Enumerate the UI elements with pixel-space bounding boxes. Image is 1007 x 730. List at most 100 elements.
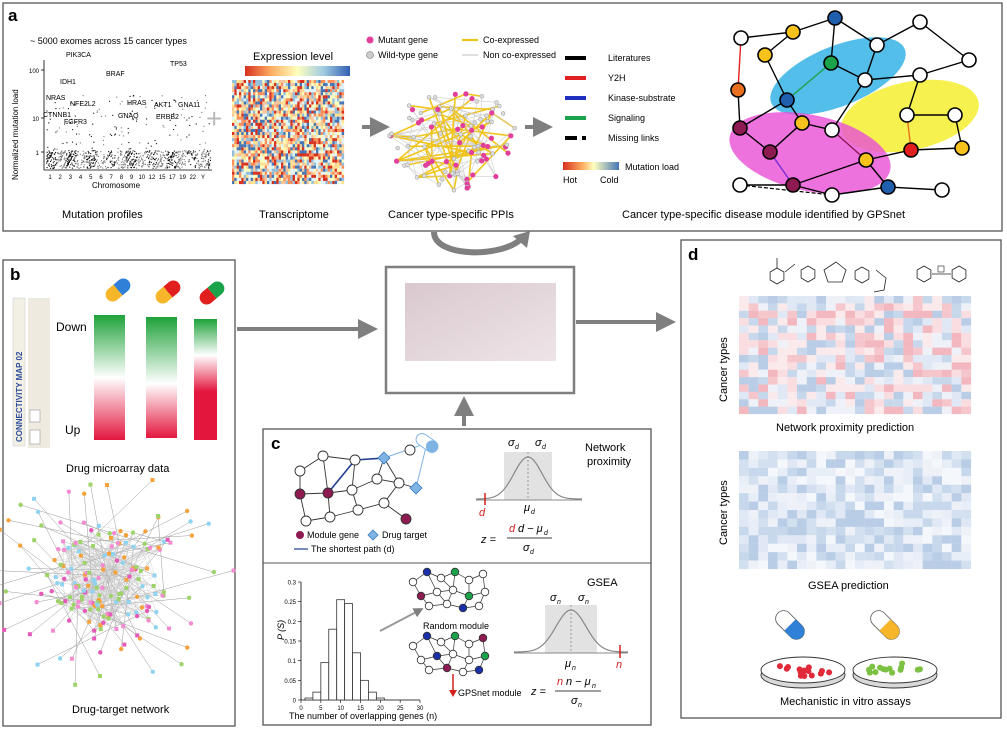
expression-cell bbox=[313, 162, 317, 166]
proximity-cell bbox=[855, 347, 865, 356]
module-node bbox=[899, 107, 915, 123]
expression-cell bbox=[332, 92, 335, 96]
mutation-point bbox=[167, 158, 169, 160]
proximity-cell bbox=[961, 384, 972, 392]
expression-cell bbox=[295, 135, 298, 139]
mutation-point bbox=[59, 165, 61, 167]
expression-cell bbox=[304, 177, 307, 182]
gsea-cell bbox=[942, 476, 952, 485]
target-node bbox=[84, 570, 89, 575]
expression-cell bbox=[248, 132, 251, 136]
expression-cell bbox=[243, 168, 247, 172]
proximity-cell bbox=[903, 399, 914, 407]
expression-cell bbox=[339, 132, 342, 136]
expression-cell bbox=[299, 147, 303, 151]
drug-node bbox=[108, 593, 114, 599]
expression-cell bbox=[290, 107, 293, 111]
target-node bbox=[69, 606, 74, 611]
gsea-cell bbox=[748, 467, 759, 477]
expression-cell bbox=[320, 159, 324, 163]
expression-cell bbox=[246, 80, 249, 84]
expression-cell bbox=[239, 150, 242, 154]
expression-cell bbox=[309, 150, 312, 154]
proximity-cell bbox=[932, 384, 943, 392]
gsea-cell bbox=[961, 459, 972, 468]
drug-target-edge bbox=[108, 532, 134, 618]
mutation-point bbox=[205, 152, 207, 154]
expression-cell bbox=[299, 159, 303, 163]
expression-cell bbox=[313, 107, 317, 111]
mutation-point bbox=[157, 158, 160, 160]
expression-cell bbox=[257, 98, 261, 102]
gsea-cell bbox=[768, 493, 778, 502]
gsea-cell bbox=[835, 535, 846, 544]
expression-cell bbox=[255, 104, 258, 108]
expression-cell bbox=[297, 177, 300, 182]
mutation-point bbox=[176, 164, 178, 166]
expression-cell bbox=[290, 180, 293, 185]
svg-text:n − μ: n − μ bbox=[566, 676, 591, 688]
gsea-cell bbox=[884, 501, 894, 511]
mutation-point bbox=[120, 161, 122, 163]
mutation-point bbox=[147, 154, 149, 156]
mutation-gene-label: NRAS bbox=[46, 95, 66, 102]
expression-cell bbox=[260, 101, 263, 105]
expression-cell bbox=[341, 83, 345, 87]
gsea-cell bbox=[913, 484, 923, 494]
drug-target-marker bbox=[367, 529, 379, 541]
mutation-point bbox=[208, 154, 210, 156]
expression-cell bbox=[248, 162, 251, 166]
expression-cell bbox=[302, 159, 305, 163]
expression-cell bbox=[288, 165, 291, 169]
expression-cell bbox=[297, 150, 300, 154]
gsea-cell bbox=[961, 484, 972, 494]
mutation-point bbox=[150, 145, 152, 147]
gsea-cell bbox=[951, 484, 962, 494]
mutation-point bbox=[183, 154, 185, 156]
expression-cell bbox=[255, 125, 258, 130]
expression-cell bbox=[269, 98, 272, 102]
proximity-cell bbox=[797, 362, 807, 370]
expression-cell bbox=[278, 122, 282, 126]
proximity-cell bbox=[874, 332, 885, 341]
mutation-point bbox=[192, 150, 195, 152]
mutation-point bbox=[63, 152, 65, 154]
expression-cell bbox=[332, 116, 335, 120]
expression-cell bbox=[260, 138, 263, 142]
expression-cell bbox=[232, 89, 235, 93]
proximity-cell bbox=[739, 296, 749, 304]
expression-cell bbox=[236, 125, 240, 130]
expression-cell bbox=[297, 159, 300, 163]
expression-cell bbox=[274, 135, 277, 139]
expression-cell bbox=[274, 147, 277, 151]
proximity-cell bbox=[835, 332, 846, 341]
expression-cell bbox=[339, 119, 342, 123]
expression-cell bbox=[323, 180, 326, 185]
expression-cell bbox=[332, 104, 335, 108]
expression-cell bbox=[248, 80, 251, 84]
module-node bbox=[824, 122, 840, 138]
expression-cell bbox=[320, 89, 324, 93]
expression-cell bbox=[295, 144, 298, 148]
expression-cell bbox=[276, 168, 279, 172]
expression-cell bbox=[248, 135, 251, 139]
expression-cell bbox=[297, 132, 300, 136]
expression-cell bbox=[257, 180, 261, 185]
drug-node bbox=[92, 581, 98, 586]
mutation-point bbox=[103, 136, 105, 138]
expression-cell bbox=[339, 156, 342, 160]
expression-cell bbox=[341, 107, 345, 111]
proximity-cell bbox=[932, 303, 943, 311]
mutation-point bbox=[201, 157, 203, 160]
mutation-point bbox=[114, 154, 116, 157]
expression-cell bbox=[248, 113, 251, 117]
expression-cell bbox=[341, 104, 345, 108]
proximity-cell bbox=[826, 325, 836, 333]
mutation-point bbox=[178, 154, 180, 156]
expression-cell bbox=[260, 89, 263, 93]
expression-cell bbox=[262, 162, 265, 166]
expression-cell bbox=[253, 150, 256, 154]
expression-cell bbox=[241, 174, 244, 178]
proximity-cell bbox=[893, 355, 904, 363]
expression-cell bbox=[267, 107, 270, 111]
